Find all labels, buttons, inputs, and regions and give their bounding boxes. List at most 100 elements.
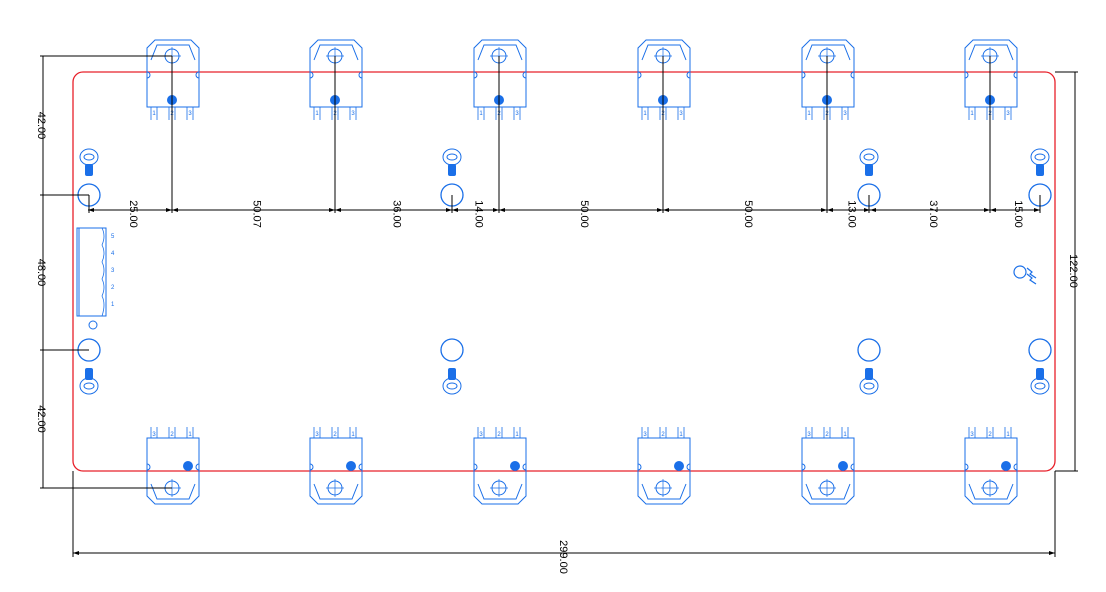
connector-pin-label: 2 xyxy=(111,285,115,291)
screw-shank xyxy=(865,164,873,176)
arrowhead xyxy=(657,208,663,212)
screw-shank xyxy=(85,164,93,176)
screw-shank xyxy=(1036,164,1044,176)
arrowhead xyxy=(821,208,827,212)
pin1-dot-icon xyxy=(674,461,684,471)
notch xyxy=(964,71,1018,79)
screw-slot xyxy=(863,153,875,161)
transistor-top: 123 xyxy=(964,39,1018,120)
pin-label: 1 xyxy=(188,432,192,438)
pin xyxy=(805,427,813,438)
connector-pin-label: 4 xyxy=(111,251,115,257)
dimension-label: 299.00 xyxy=(557,540,569,574)
pin xyxy=(968,427,976,438)
package-body xyxy=(637,437,691,505)
pin xyxy=(841,107,849,120)
pin-label: 2 xyxy=(661,432,665,438)
pin-label: 2 xyxy=(170,432,174,438)
screw-icon xyxy=(79,368,99,395)
notch xyxy=(801,71,855,79)
arrowhead xyxy=(864,208,870,212)
dimension-label: 50.07 xyxy=(251,200,263,228)
notch xyxy=(473,463,527,471)
arrowhead xyxy=(870,208,876,212)
pin xyxy=(186,107,194,120)
screw-icon xyxy=(1030,368,1050,395)
pin xyxy=(186,427,194,438)
dimension-label: 15.00 xyxy=(1012,200,1024,228)
arrowhead xyxy=(1034,208,1040,212)
mounting-hole-icon xyxy=(1028,338,1052,362)
screw-head xyxy=(442,377,462,395)
notch xyxy=(637,463,691,471)
connector-pin-label: 3 xyxy=(111,268,115,274)
screw-icon xyxy=(859,368,879,395)
mounting-hole-icon xyxy=(857,338,881,362)
pin xyxy=(823,427,831,438)
pin xyxy=(168,427,176,438)
dimension-label: 42.00 xyxy=(35,405,47,433)
connector-wave xyxy=(101,227,105,317)
screw-head xyxy=(79,377,99,395)
pin xyxy=(495,427,503,438)
connector-pin-label: 5 xyxy=(111,234,115,240)
dimension-line xyxy=(72,471,1056,557)
transistor-top: 123 xyxy=(309,39,363,120)
screw-head xyxy=(859,377,879,395)
screw-slot xyxy=(446,153,458,161)
screw-head xyxy=(859,148,879,166)
dimension-label: 48.00 xyxy=(35,259,47,287)
dimension-label: 50.00 xyxy=(742,200,754,228)
notch xyxy=(146,463,200,471)
crosshair-icon xyxy=(654,479,672,497)
package-body xyxy=(146,39,200,108)
package-body xyxy=(473,437,527,505)
screw-head xyxy=(1030,377,1050,395)
pin xyxy=(1004,427,1012,438)
screw-head xyxy=(79,148,99,166)
screw-icon xyxy=(442,368,462,395)
board-outline xyxy=(72,71,1056,472)
screw-head xyxy=(442,148,462,166)
arrowhead xyxy=(172,208,178,212)
pin xyxy=(331,107,339,120)
pin-label: 1 xyxy=(1006,432,1010,438)
led-rays xyxy=(1026,267,1037,285)
screw-slot xyxy=(446,382,458,390)
pin xyxy=(495,107,503,120)
pin xyxy=(349,427,357,438)
dimension-label: 42.00 xyxy=(35,112,47,140)
pin-label: 2 xyxy=(825,432,829,438)
screw-icon xyxy=(79,148,99,176)
package-body xyxy=(964,39,1018,108)
pin-label: 1 xyxy=(679,432,683,438)
pin-label: 3 xyxy=(643,432,647,438)
notch xyxy=(964,463,1018,471)
components: 1233211233211233211233211233211233215432… xyxy=(76,39,1052,505)
notch xyxy=(146,71,200,79)
pin-label: 1 xyxy=(515,432,519,438)
crosshair-icon xyxy=(490,479,508,497)
pin xyxy=(168,107,176,120)
pin xyxy=(477,427,485,438)
pin xyxy=(986,107,994,120)
pin xyxy=(313,427,321,438)
pin-label: 3 xyxy=(843,111,847,117)
screw-icon xyxy=(1030,148,1050,176)
transistor-bottom: 3 2 1 xyxy=(637,427,691,505)
notch xyxy=(637,71,691,79)
arrowhead xyxy=(1049,551,1055,555)
pin-label: 3 xyxy=(970,432,974,438)
crosshair-icon xyxy=(818,479,836,497)
transistor-top: 123 xyxy=(146,39,200,120)
arrowhead xyxy=(166,208,172,212)
notch xyxy=(801,463,855,471)
arrowhead xyxy=(329,208,335,212)
pin-label: 1 xyxy=(152,111,156,117)
pin xyxy=(150,427,158,438)
pin1-dot-icon xyxy=(838,461,848,471)
pin-label: 1 xyxy=(351,432,355,438)
led-body xyxy=(1013,265,1027,279)
